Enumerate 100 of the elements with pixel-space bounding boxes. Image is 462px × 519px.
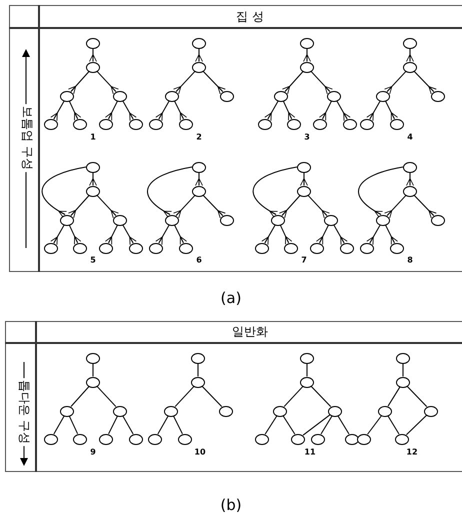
connector-line (155, 224, 170, 246)
tree-node (376, 90, 390, 102)
tree-node (258, 118, 272, 130)
tree-node (86, 162, 100, 172)
tree-node (403, 38, 417, 48)
connector-line (279, 195, 300, 218)
tree-node (86, 376, 100, 388)
tree-node (60, 406, 74, 416)
tree-node (345, 434, 359, 444)
tree-node (376, 214, 390, 226)
tree-node (86, 62, 100, 72)
connector-line (122, 100, 137, 122)
tree-node (220, 214, 234, 226)
tree-node (403, 62, 417, 72)
curved-connector (147, 166, 192, 218)
connector-line (202, 70, 226, 94)
connector-line (50, 224, 65, 246)
connector-line (338, 415, 350, 435)
tree-node (191, 376, 205, 388)
tree-node (343, 118, 357, 130)
connector-line (336, 100, 351, 122)
curved-connector (252, 166, 298, 218)
tree-node (255, 434, 269, 444)
connector-line (68, 224, 82, 245)
tree-node (324, 214, 338, 226)
connector-line (406, 414, 428, 436)
row-header: 보톰업 구성 (18, 104, 36, 172)
column-header: 일반화 (232, 324, 268, 340)
tree-number: 12 (406, 448, 418, 456)
tree-node (179, 242, 193, 254)
tree-node (390, 242, 404, 254)
connector-line (384, 70, 406, 94)
connector-line (53, 416, 65, 434)
tree-node (149, 242, 163, 254)
tree-node (99, 242, 113, 254)
connector-line (264, 100, 279, 122)
tree-node (148, 434, 162, 444)
tree-node (179, 118, 193, 130)
connector-line (282, 100, 296, 121)
tree-node (395, 434, 409, 444)
connector-line (316, 224, 329, 245)
tree-node (297, 162, 311, 172)
connector-line (173, 70, 196, 94)
connector-line (261, 224, 276, 246)
tree-node (192, 162, 206, 172)
tree-node (424, 406, 438, 416)
tree-node (113, 214, 127, 226)
tree-node (360, 242, 374, 254)
connector-line (96, 194, 119, 218)
tree-node (274, 90, 288, 102)
tree-node (44, 118, 58, 130)
connector-line (92, 363, 94, 377)
connector-line (406, 48, 414, 62)
tree-node (219, 406, 233, 416)
tree-node (313, 118, 327, 130)
tree-node (310, 242, 324, 254)
connector-line (282, 71, 304, 94)
tree-number: 8 (407, 256, 413, 264)
connector-line (96, 386, 116, 408)
tree-node (99, 118, 113, 130)
connector-line (155, 100, 170, 122)
tree-node (291, 434, 305, 444)
tree-node (300, 38, 314, 48)
tree-node (273, 406, 287, 416)
connector-line (306, 363, 308, 377)
tree-node (192, 62, 206, 72)
figure-caption: (b) (220, 496, 242, 514)
column-header: 집 성 (236, 8, 264, 26)
tree-number: 5 (90, 256, 96, 264)
connector-line (302, 414, 330, 436)
connector-line (366, 100, 381, 122)
connector-line (105, 224, 118, 245)
tree-node (86, 186, 100, 196)
connector-line (406, 172, 414, 186)
connector-line (68, 416, 78, 434)
connector-line (68, 100, 82, 121)
tree-number: 3 (304, 132, 310, 142)
tree-node (149, 118, 163, 130)
tree-node (378, 406, 392, 416)
tree-node (129, 434, 143, 444)
tree-node (396, 352, 410, 364)
tree-node (297, 186, 311, 196)
curved-connector (358, 166, 404, 218)
row-header: 톱다운 구성 (16, 378, 32, 446)
tree-node (360, 118, 374, 130)
tree-node (73, 242, 87, 254)
connector-line (122, 224, 137, 246)
tree-node (300, 376, 314, 388)
tree-node (396, 376, 410, 388)
connector-line (385, 224, 398, 245)
connector-line (388, 386, 400, 407)
connector-line (303, 48, 311, 62)
tree-number: 4 (407, 132, 413, 142)
tree-node (300, 352, 314, 364)
connector-line (202, 194, 226, 218)
connector-line (173, 416, 183, 434)
tree-number: 6 (196, 256, 202, 264)
tree-node (431, 90, 445, 102)
tree-node (220, 90, 234, 102)
connector-line (122, 416, 134, 434)
